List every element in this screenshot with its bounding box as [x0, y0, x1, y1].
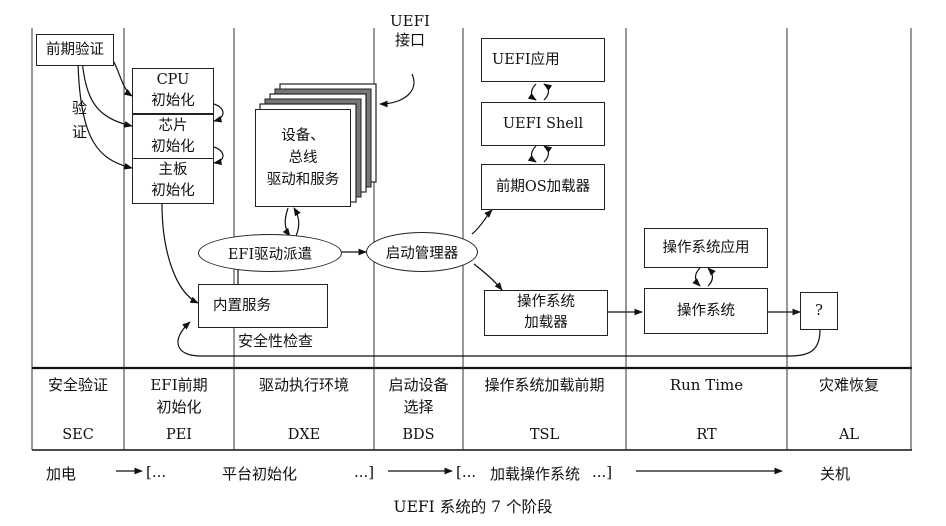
- os-loader-line1: 操作系统: [517, 294, 575, 310]
- board-init-line1: 主板: [158, 162, 188, 178]
- security-check-label: 安全性检查: [238, 332, 314, 350]
- efi-dispatcher-ellipse: EFI驱动派遣: [198, 234, 342, 272]
- unknown-box: ?: [800, 292, 838, 330]
- timeline-seg1-end: ...]: [354, 463, 375, 481]
- phase-pei-name-line2: 初始化: [156, 398, 202, 416]
- phase-bds-name-line2: 选择: [403, 398, 434, 416]
- timeline-power-on: 加电: [46, 465, 77, 483]
- uefi-interface-line1: UEFI: [390, 12, 430, 30]
- cpu-init-line1: CPU: [156, 72, 190, 88]
- phase-sec-abbr: SEC: [62, 427, 94, 443]
- uefi-shell-label: UEFI Shell: [502, 115, 584, 132]
- builtin-services-box: 内置服务: [198, 284, 328, 328]
- phase-pei-name: EFI前期 初始化: [124, 374, 234, 418]
- uefi-interface-label: UEFI 接口: [388, 12, 432, 50]
- phase-al-abbr: AL: [838, 427, 860, 443]
- os-loader-box: 操作系统 加载器: [484, 290, 608, 336]
- cpu-init-line2: 初始化: [151, 93, 195, 109]
- timeline-platform-init: 平台初始化: [222, 465, 298, 483]
- boot-manager-label: 启动管理器: [385, 245, 459, 262]
- os-label: 操作系统: [677, 302, 735, 319]
- phase-tsl-abbr: TSL: [529, 427, 560, 443]
- phase-bds-abbr: BDS: [402, 427, 435, 443]
- boot-manager-ellipse: 启动管理器: [366, 232, 478, 272]
- timeline-shutdown: 关机: [820, 465, 851, 483]
- chip-init-line2: 初始化: [151, 139, 195, 155]
- timeline-seg2-start: [...: [456, 463, 477, 481]
- phase-pei-abbr: PEI: [165, 427, 193, 443]
- efi-dispatcher-label: EFI驱动派遣: [227, 246, 313, 263]
- uefi-interface-line2: 接口: [394, 31, 425, 49]
- cpu-init-box: CPU 初始化: [132, 68, 214, 114]
- timeline-load-os: 加载操作系统: [490, 465, 581, 483]
- board-init-box: 主板 初始化: [132, 158, 214, 204]
- unknown-label: ?: [815, 302, 823, 319]
- drivers-services-box: 设备、 总线 驱动和服务: [255, 109, 351, 207]
- pre-os-loader-box: 前期OS加载器: [481, 164, 605, 210]
- verify-char-2: 证: [72, 123, 88, 141]
- drivers-line3: 驱动和服务: [266, 172, 340, 188]
- phase-rt-abbr: RT: [696, 427, 717, 443]
- uefi-app-box: UEFI应用: [481, 38, 605, 82]
- pre-verify-box: 前期验证: [36, 34, 114, 66]
- builtin-services-label: 内置服务: [213, 297, 271, 314]
- verify-char-1: 验: [72, 99, 88, 117]
- phase-bds-name-line1: 启动设备: [388, 376, 449, 394]
- uefi-app-label: UEFI应用: [492, 51, 560, 68]
- drivers-line2: 总线: [288, 150, 318, 166]
- chip-init-box: 芯片 初始化: [132, 114, 214, 160]
- os-app-label: 操作系统应用: [662, 239, 750, 256]
- verify-label: 验 证: [72, 96, 87, 144]
- pre-verify-label: 前期验证: [46, 41, 104, 58]
- phase-tsl-name: 操作系统加载前期: [484, 376, 605, 394]
- uefi-shell-box: UEFI Shell: [481, 102, 605, 146]
- os-box: 操作系统: [644, 288, 768, 334]
- pre-os-loader-label: 前期OS加载器: [495, 178, 591, 195]
- phase-bds-name: 启动设备 选择: [374, 374, 463, 418]
- board-init-line2: 初始化: [151, 183, 195, 199]
- figure-caption: UEFI 系统的 7 个阶段: [393, 498, 553, 516]
- phase-al-name: 灾难恢复: [818, 376, 879, 394]
- chip-init-line1: 芯片: [158, 118, 188, 134]
- phase-dxe-abbr: DXE: [287, 427, 321, 443]
- os-loader-line2: 加载器: [524, 315, 568, 331]
- phase-sec-name: 安全验证: [47, 376, 108, 394]
- timeline-seg2-end: ...]: [592, 463, 613, 481]
- phase-pei-name-line1: EFI前期: [150, 376, 208, 394]
- timeline-seg1-start: [...: [146, 463, 167, 481]
- os-app-box: 操作系统应用: [644, 228, 768, 268]
- phase-dxe-name: 驱动执行环境: [258, 376, 349, 394]
- phase-rt-name: Run Time: [669, 376, 744, 394]
- drivers-line1: 设备、: [281, 128, 325, 144]
